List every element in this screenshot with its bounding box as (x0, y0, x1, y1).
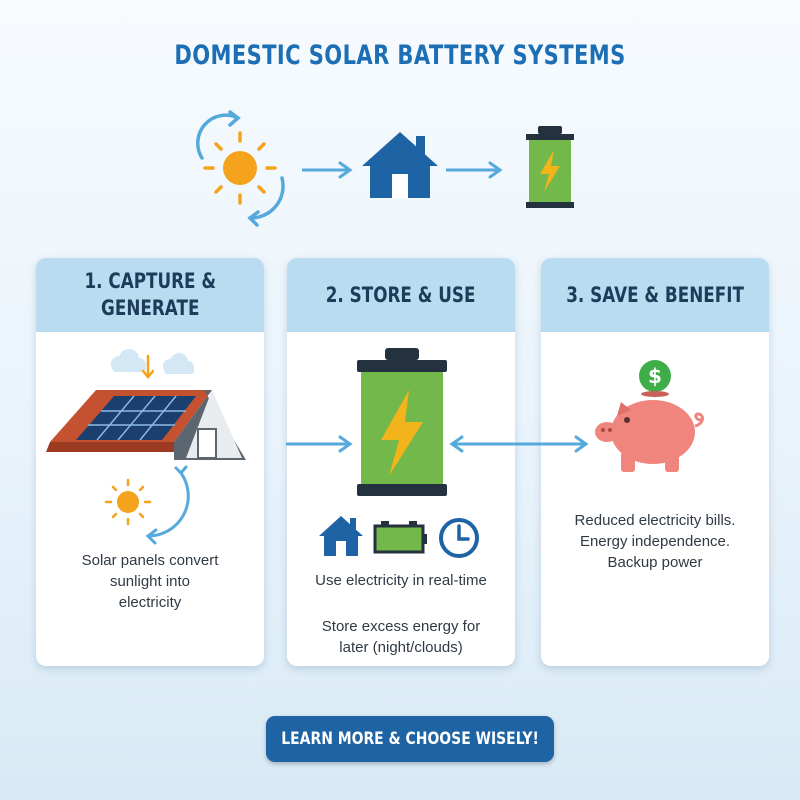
step-card-store: 2. STORE & USE Use electricity in real-t… (287, 258, 515, 666)
step-description: Solar panels convert sunlight into elect… (81, 552, 219, 611)
step-header: 2. STORE & USE (287, 258, 515, 332)
step-description: Reduced electricity bills. Energy indepe… (574, 512, 736, 571)
house-icon (362, 132, 438, 198)
step-heading: 2. STORE & USE (326, 282, 476, 307)
solar-panel-icon (76, 395, 196, 441)
cloud-icon (111, 349, 146, 372)
piggy-bank-icon (595, 360, 704, 472)
sun-icon (203, 131, 277, 205)
dollar-sign: $ (648, 364, 662, 388)
solar-roof-illustration (46, 349, 246, 545)
usage-icons (319, 516, 479, 558)
bidirectional-arrow-icon (449, 435, 589, 453)
page-title: DOMESTIC SOLAR BATTERY SYSTEMS (174, 40, 626, 71)
down-arrow-icon (141, 354, 155, 379)
coin-icon (639, 360, 671, 392)
battery-icon (526, 126, 574, 208)
step-card-save: 3. SAVE & BENEFIT $ Reduced electricity … (541, 258, 769, 666)
step-description-store: Store excess energy for later (night/clo… (321, 618, 481, 656)
flow-arrow-icon (286, 435, 353, 453)
step-heading: 1. CAPTURE & GENERATE (84, 269, 216, 320)
step-heading: 3. SAVE & BENEFIT (566, 282, 744, 307)
step-description-use: Use electricity in real-time (315, 572, 487, 589)
step-header: 1. CAPTURE & GENERATE (36, 258, 264, 332)
learn-more-label: LEARN MORE & CHOOSE WISELY! (281, 729, 539, 749)
clock-icon (439, 518, 479, 558)
step-card-capture: 1. CAPTURE & GENERATE (36, 258, 264, 666)
cycle-arrow-icon (196, 110, 285, 227)
cycle-arrow-icon (145, 465, 190, 545)
small-battery-icon (373, 521, 427, 554)
flow-arrow-icon (446, 161, 503, 179)
flow-arrow-icon (302, 161, 353, 179)
step-header: 3. SAVE & BENEFIT (541, 258, 769, 332)
solar-cycle-group (196, 110, 285, 227)
sun-icon (104, 478, 152, 526)
cloud-icon (163, 353, 194, 374)
learn-more-button[interactable]: LEARN MORE & CHOOSE WISELY! (266, 716, 554, 762)
battery-icon (357, 348, 447, 496)
house-icon (319, 516, 363, 556)
